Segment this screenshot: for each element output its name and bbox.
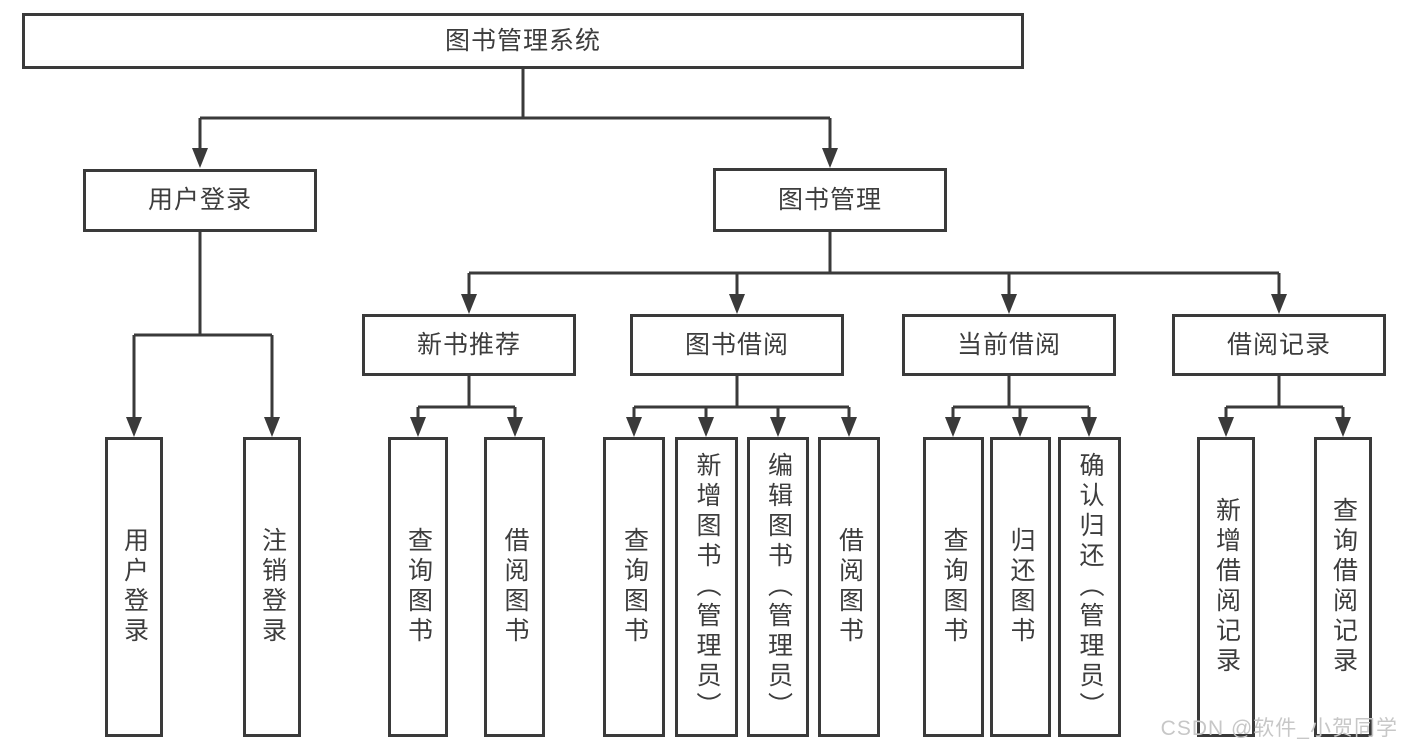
node-label: 图书借阅: [684, 330, 789, 359]
node-label: 当前借阅: [956, 330, 1061, 359]
leaf-label: 用户登录: [120, 527, 149, 647]
node-library-management-system: 图书管理系统: [22, 13, 1024, 69]
node-label: 新书推荐: [416, 330, 521, 359]
leaf-query-books-recommend: 查询图书: [388, 437, 448, 737]
leaf-label: 新增借阅记录: [1212, 497, 1241, 677]
csdn-watermark: CSDN @软件_小贺同学: [1160, 717, 1398, 740]
node-new-book-recommend: 新书推荐: [362, 314, 576, 376]
leaf-label: 新增图书（管理员）: [693, 452, 721, 722]
leaf-label: 借阅图书: [835, 527, 864, 647]
leaf-borrow-books: 借阅图书: [818, 437, 880, 737]
arrowheads: [126, 148, 1351, 437]
leaf-borrow-books-recommend: 借阅图书: [484, 437, 545, 737]
leaf-add-books-admin: 新增图书（管理员）: [675, 437, 738, 737]
leaf-label: 确认归还（管理员）: [1076, 452, 1104, 722]
leaf-edit-books-admin: 编辑图书（管理员）: [747, 437, 809, 737]
leaf-add-borrow-record: 新增借阅记录: [1197, 437, 1255, 737]
node-label: 借阅记录: [1226, 330, 1331, 359]
node-label: 用户登录: [147, 186, 252, 214]
leaf-label: 查询借阅记录: [1329, 497, 1358, 677]
node-label: 图书管理: [777, 185, 882, 214]
leaf-query-books-current: 查询图书: [923, 437, 984, 737]
leaf-label: 借阅图书: [501, 527, 529, 647]
leaf-label: 注销登录: [258, 527, 287, 647]
node-book-borrow: 图书借阅: [630, 314, 844, 376]
leaf-return-books: 归还图书: [990, 437, 1051, 737]
leaf-label: 归还图书: [1007, 527, 1035, 647]
node-borrow-records: 借阅记录: [1172, 314, 1386, 376]
leaf-query-borrow-record: 查询借阅记录: [1314, 437, 1372, 737]
leaf-user-login: 用户登录: [105, 437, 163, 737]
leaf-logout: 注销登录: [243, 437, 301, 737]
leaf-label: 查询图书: [404, 527, 433, 647]
leaf-label: 编辑图书（管理员）: [764, 452, 793, 722]
node-book-management: 图书管理: [713, 168, 947, 232]
node-label: 图书管理系统: [444, 26, 601, 55]
leaf-query-books-borrow: 查询图书: [603, 437, 665, 737]
leaf-label: 查询图书: [620, 527, 649, 647]
node-user-login: 用户登录: [83, 169, 317, 232]
node-current-borrow: 当前借阅: [902, 314, 1116, 376]
leaf-label: 查询图书: [940, 527, 968, 647]
leaf-confirm-return-admin: 确认归还（管理员）: [1058, 437, 1121, 737]
